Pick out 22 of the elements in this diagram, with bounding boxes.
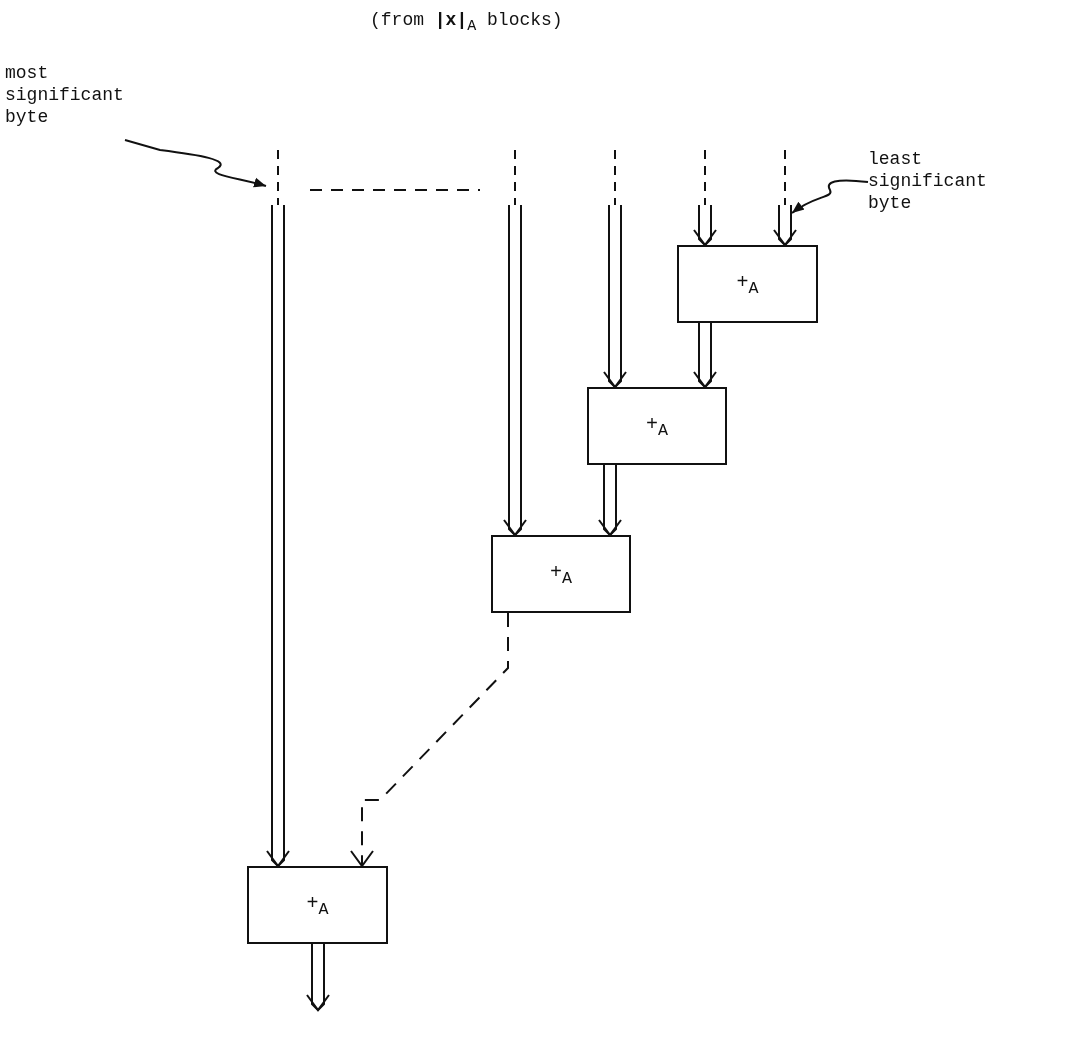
- leader-line: [124, 139, 267, 188]
- adder-box: [491, 535, 631, 613]
- bus-arrow: [693, 322, 717, 389]
- adder-box: [247, 866, 388, 944]
- adder-symbol: +$_{A}$: [550, 560, 572, 588]
- adder-symbol: +$_{A}$: [736, 270, 759, 298]
- bus-arrow: [603, 204, 627, 389]
- source-note: (from |x|$_{A}$ blocks): [370, 10, 563, 35]
- bus-arrow: [693, 204, 717, 247]
- bus-arrow: [598, 464, 622, 537]
- adder-symbol: +$_{A}$: [646, 412, 668, 440]
- leader-line: [791, 179, 869, 214]
- arrow: [350, 612, 509, 867]
- bus-arrow: [773, 204, 797, 247]
- adder-box: [677, 245, 818, 323]
- adder-box: [587, 387, 727, 465]
- bus-arrow: [266, 204, 290, 868]
- annotation-text: most significant byte: [5, 62, 125, 128]
- annotation-text: least significant byte: [868, 148, 998, 214]
- adder-symbol: +$_{A}$: [306, 891, 329, 919]
- bus-arrow: [503, 204, 527, 537]
- bus-arrow: [306, 943, 330, 1012]
